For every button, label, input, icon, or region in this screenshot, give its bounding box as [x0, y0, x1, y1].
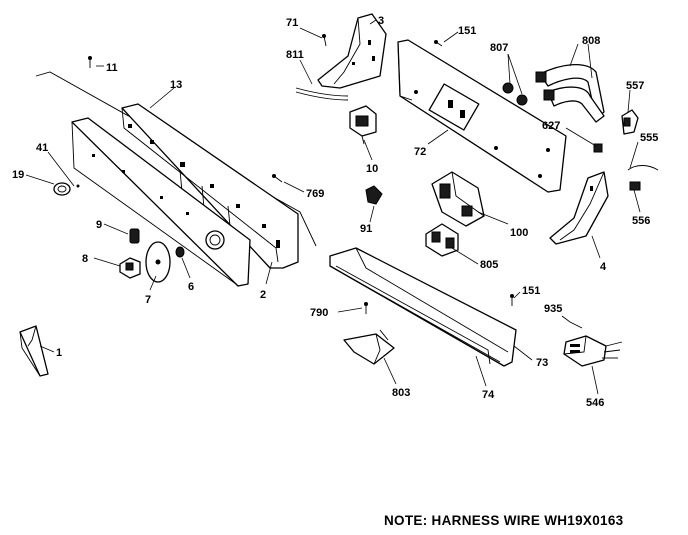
callout-4: 4 — [600, 261, 607, 273]
callout-556: 556 — [632, 215, 650, 227]
callout-labels: 11 13 41 19 9 8 7 6 2 769 1 71 3 811 10 … — [12, 15, 658, 409]
callout-13: 13 — [170, 79, 182, 91]
screw-769 — [272, 174, 283, 183]
water-valve-805 — [425, 223, 459, 257]
callout-6: 6 — [188, 281, 194, 293]
callout-72: 72 — [414, 146, 426, 158]
callout-811: 811 — [286, 49, 304, 61]
callout-8: 8 — [82, 253, 88, 265]
callout-627: 627 — [542, 120, 560, 132]
end-cap-4 — [549, 171, 609, 245]
callout-151-bottom: 151 — [522, 285, 540, 297]
timer-100 — [431, 171, 485, 227]
screw-71 — [322, 34, 327, 47]
callout-3: 3 — [378, 15, 384, 27]
control-panel-41 — [71, 117, 251, 287]
spring-9 — [129, 228, 140, 244]
part-556 — [629, 181, 641, 191]
callout-71: 71 — [286, 17, 298, 29]
wire-935 — [569, 321, 583, 329]
callout-100: 100 — [510, 227, 528, 239]
lid-switch-803 — [343, 329, 395, 365]
screw-151-top — [434, 40, 443, 47]
back-panel-72 — [397, 39, 567, 193]
callout-808: 808 — [582, 35, 600, 47]
callout-807: 807 — [490, 42, 508, 54]
callout-769: 769 — [306, 188, 324, 200]
callout-74: 74 — [482, 389, 495, 401]
callout-7: 7 — [145, 294, 151, 306]
screw-11 — [88, 56, 92, 68]
callout-9: 9 — [96, 219, 102, 231]
callout-935: 935 — [544, 303, 562, 315]
hose-811 — [295, 87, 349, 101]
callout-790: 790 — [310, 307, 328, 319]
callout-91: 91 — [360, 223, 372, 235]
harness-wire-note: NOTE: HARNESS WIRE WH19X0163 — [384, 513, 624, 528]
callout-73: 73 — [536, 357, 548, 369]
callout-19: 19 — [12, 169, 24, 181]
callout-10: 10 — [366, 163, 378, 175]
callout-557: 557 — [626, 80, 644, 92]
screw-151-bottom — [510, 294, 514, 306]
lower-frame-74 — [335, 265, 491, 365]
wire-harness-546 — [563, 335, 623, 367]
callout-803: 803 — [392, 387, 410, 399]
callout-151-top: 151 — [458, 25, 476, 37]
control-panel-frame-2 — [121, 103, 299, 269]
callout-11: 11 — [106, 62, 118, 74]
pressure-switch-10 — [349, 105, 377, 145]
wire-555 — [627, 165, 659, 171]
knob-insert-8 — [119, 257, 141, 279]
leader-lines — [25, 19, 641, 395]
callout-41: 41 — [36, 142, 48, 154]
connector-91 — [365, 185, 383, 205]
screw-790 — [364, 302, 368, 314]
dial-7 — [145, 241, 171, 283]
envelope-1 — [19, 325, 49, 377]
callout-805: 805 — [480, 259, 498, 271]
callout-2: 2 — [260, 289, 266, 301]
clip-6 — [175, 246, 185, 258]
callout-555: 555 — [640, 132, 658, 144]
part-627 — [593, 143, 603, 153]
callout-1: 1 — [56, 347, 62, 359]
knob-19 — [53, 182, 80, 196]
end-cap-3 — [317, 13, 387, 89]
washer-807 — [502, 82, 528, 106]
callout-546: 546 — [586, 397, 604, 409]
part-557 — [621, 109, 639, 135]
fill-hose-808 — [535, 63, 605, 123]
base-73 — [329, 247, 517, 367]
